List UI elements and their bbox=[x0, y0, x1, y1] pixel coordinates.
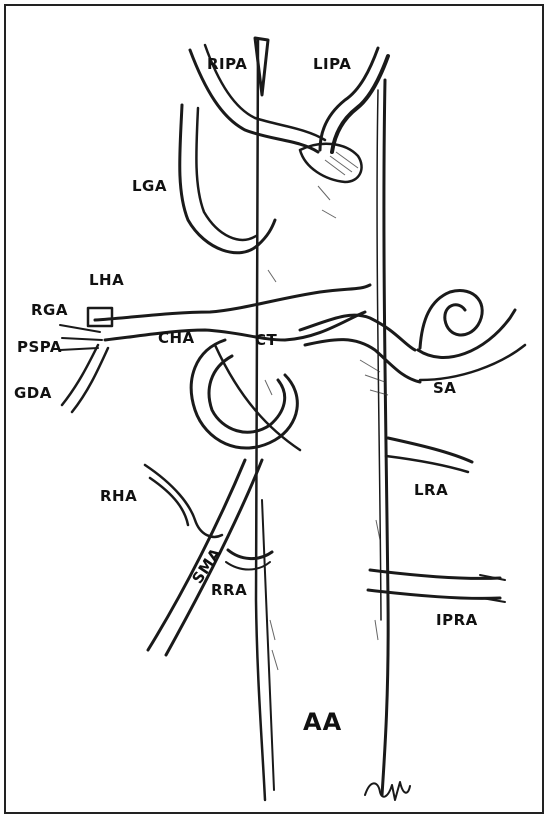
label-rha: RHA bbox=[100, 489, 137, 504]
label-ipra: IPRA bbox=[436, 613, 478, 628]
label-aa: AA bbox=[303, 710, 342, 734]
label-pspa: PSPA bbox=[17, 340, 62, 355]
ct-loop bbox=[191, 340, 300, 450]
lga-vessel bbox=[180, 105, 275, 253]
rha-vessel bbox=[145, 465, 222, 537]
splenic-artery bbox=[300, 291, 525, 382]
label-sa: SA bbox=[433, 381, 456, 396]
signature bbox=[365, 782, 410, 800]
label-gda: GDA bbox=[14, 386, 52, 401]
label-lipa: LIPA bbox=[313, 57, 351, 72]
label-ripa: RIPA bbox=[207, 57, 247, 72]
ct-cha-trunk bbox=[88, 285, 370, 340]
label-lha: LHA bbox=[89, 273, 124, 288]
label-rra: RRA bbox=[211, 583, 247, 598]
label-lga: LGA bbox=[132, 179, 167, 194]
label-rga: RGA bbox=[31, 303, 68, 318]
upper-knot bbox=[300, 144, 362, 218]
lra-vessel bbox=[386, 438, 472, 472]
label-cha: CHA bbox=[158, 331, 195, 346]
label-ct: CT bbox=[255, 333, 277, 348]
left-branches bbox=[60, 325, 108, 412]
label-lra: LRA bbox=[414, 483, 448, 498]
